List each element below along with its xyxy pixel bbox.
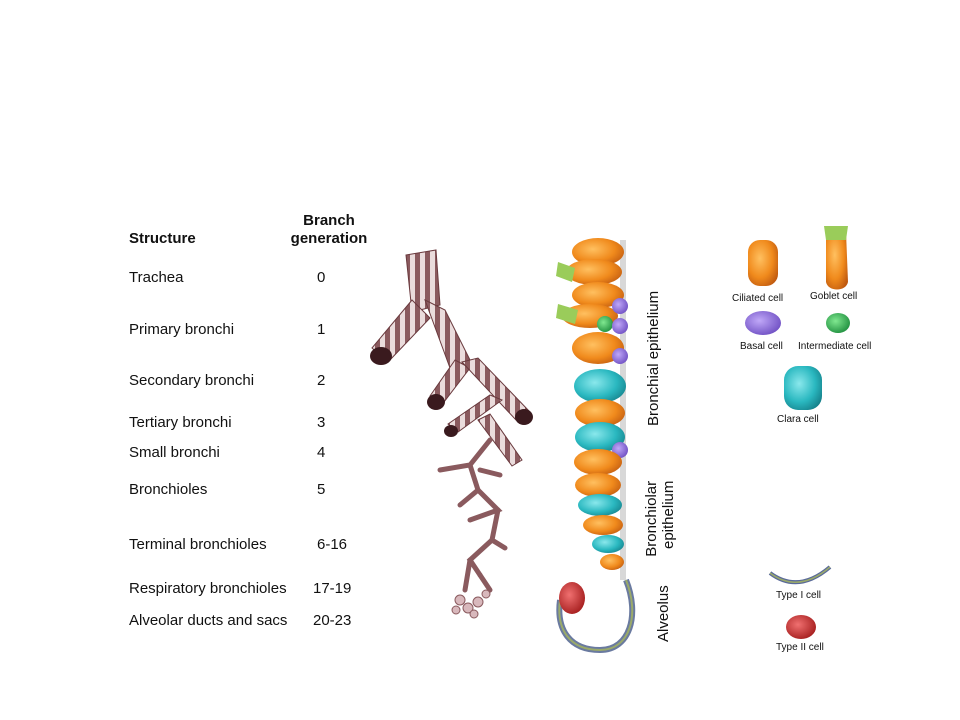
row-label-small-bronchi: Small bronchi: [129, 444, 220, 461]
branch-header: Branch generation: [289, 212, 369, 248]
right-primary-bronchus: [424, 298, 471, 369]
legend-basal-icon: [745, 311, 781, 335]
row-label-primary-bronchi: Primary bronchi: [129, 321, 235, 338]
epi-ciliated-cell: [600, 554, 624, 570]
alveolar-sacs: [451, 589, 491, 619]
goblet-mucus: [556, 304, 578, 324]
epi-ciliated-cell: [575, 399, 625, 427]
tertiary-bronchus: [447, 394, 504, 433]
legend-type2-label: Type II cell: [776, 642, 824, 653]
epi-ciliated-cell: [575, 473, 621, 497]
legend-clara-label: Clara cell: [777, 414, 819, 425]
epi-ciliated-cell: [574, 449, 622, 475]
right-bronchus-opening: [515, 409, 533, 425]
structure-header: Structure: [129, 230, 196, 247]
row-gen-secondary-bronchi: 2: [317, 372, 326, 389]
alveolus-type2-cell: [559, 582, 585, 614]
row-label-trachea: Trachea: [129, 269, 184, 286]
epi-ciliated-cell: [572, 332, 624, 364]
tertiary-bronchus-right: [477, 413, 523, 467]
row-label-tertiary-bronchi: Tertiary bronchi: [129, 414, 232, 431]
epi-basal-cell: [612, 348, 628, 364]
legend-clara-icon: [784, 366, 822, 410]
legend-ciliated-icon: [748, 240, 778, 286]
epi-ciliated-cell: [572, 238, 624, 266]
branch-header-line2: generation: [290, 230, 368, 247]
legend-type1-label: Type I cell: [776, 590, 822, 601]
bronchiolar-epithelium-label: Bronchiolar epithelium: [643, 481, 677, 557]
legend-intermediate-icon: [826, 313, 850, 333]
bronchiolar-line1: Bronchiolar: [643, 480, 660, 557]
epi-clara-cell: [575, 422, 625, 452]
row-label-alveolar-ducts: Alveolar ducts and sacs: [129, 612, 288, 629]
row-label-terminal-bronchioles: Terminal bronchioles: [129, 536, 267, 553]
bronchiolar-line2: epithelium: [660, 480, 677, 549]
row-gen-small-bronchi: 4: [317, 444, 326, 461]
epi-clara-cell: [592, 535, 624, 553]
trachea-tube: [405, 249, 441, 313]
secondary-bronchus-opening: [427, 394, 445, 410]
left-bronchus-opening: [370, 347, 392, 365]
legend-intermediate-label: Intermediate cell: [798, 341, 872, 352]
epi-clara-cell: [574, 369, 626, 403]
row-gen-bronchioles: 5: [317, 481, 326, 498]
tertiary-bronchus-opening: [444, 425, 458, 437]
row-gen-tertiary-bronchi: 3: [317, 414, 326, 431]
row-gen-trachea: 0: [317, 269, 326, 286]
epi-goblet-cell: [566, 259, 622, 285]
epi-basal-cell: [612, 298, 628, 314]
row-gen-alveolar-ducts: 20-23: [313, 612, 352, 629]
legend-type2-icon: [786, 615, 816, 639]
branch-header-line1: Branch: [303, 212, 355, 229]
legend-goblet-icon: [826, 232, 848, 290]
legend-goblet-label: Goblet cell: [810, 291, 858, 302]
bronchioles: [437, 437, 508, 593]
alveolus-label: Alveolus: [655, 585, 672, 642]
epi-clara-cell: [578, 494, 622, 516]
row-gen-terminal-bronchioles: 6-16: [317, 536, 348, 553]
legend: [745, 226, 850, 639]
airway-tree: [370, 249, 533, 619]
epithelium-column: [556, 238, 636, 654]
epi-intermediate-cell: [597, 316, 613, 332]
goblet-mucus: [556, 262, 575, 282]
legend-ciliated-label: Ciliated cell: [732, 293, 784, 304]
row-gen-primary-bronchi: 1: [317, 321, 326, 338]
row-label-respiratory-bronchioles: Respiratory bronchioles: [129, 580, 287, 597]
bronchial-epithelium-label: Bronchial epithelium: [645, 290, 662, 426]
epi-ciliated-cell: [583, 515, 623, 535]
legend-type1-icon: [768, 565, 832, 585]
row-gen-respiratory-bronchioles: 17-19: [313, 580, 352, 597]
row-label-secondary-bronchi: Secondary bronchi: [129, 372, 255, 389]
epi-basal-cell: [612, 318, 628, 334]
legend-basal-label: Basal cell: [740, 341, 783, 352]
row-label-bronchioles: Bronchioles: [129, 481, 208, 498]
epi-ciliated-cell: [572, 282, 624, 308]
